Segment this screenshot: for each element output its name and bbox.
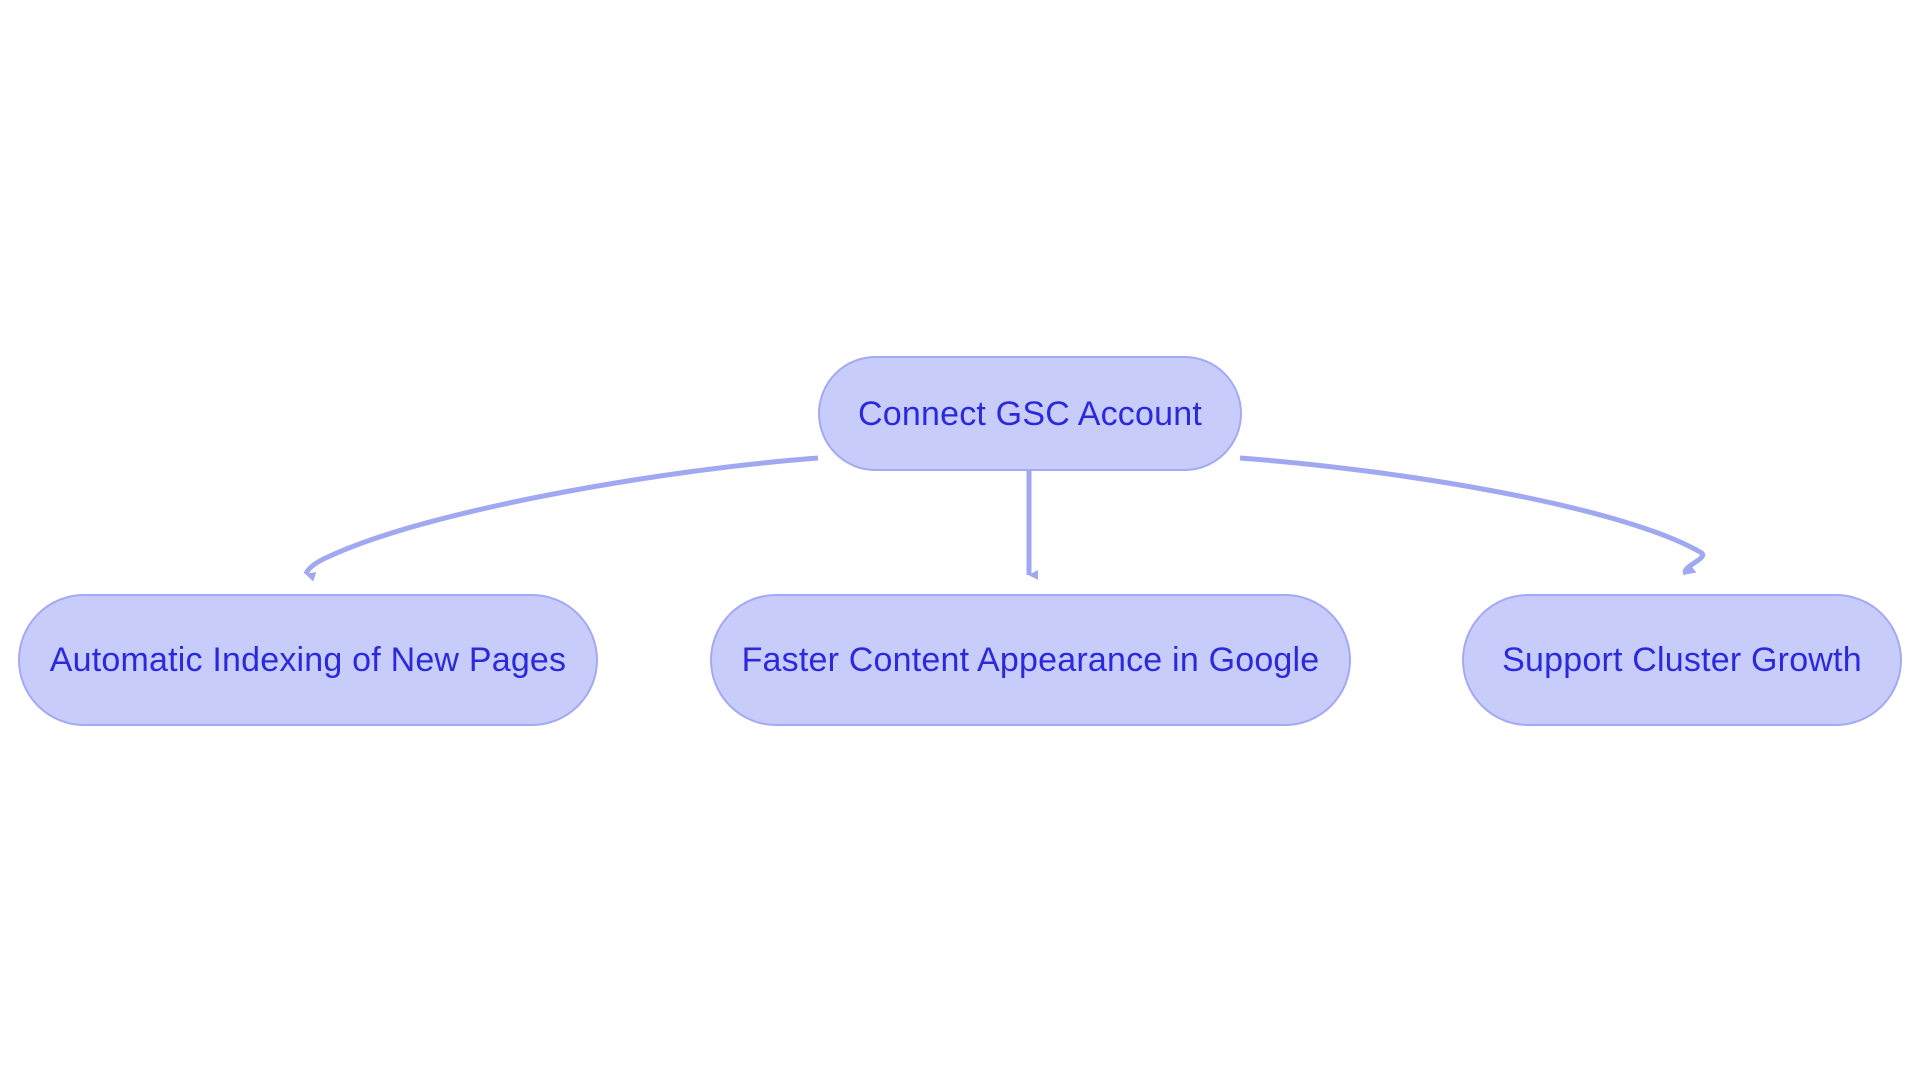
node-faster-content-appearance-in-google[interactable]: Faster Content Appearance in Google xyxy=(710,594,1351,726)
node-label: Connect GSC Account xyxy=(858,394,1202,433)
node-label: Support Cluster Growth xyxy=(1502,641,1862,679)
edge-root-cluster xyxy=(1239,455,1706,576)
edge-root-indexing xyxy=(303,455,819,582)
node-label: Faster Content Appearance in Google xyxy=(741,641,1320,679)
node-automatic-indexing-of-new-pages[interactable]: Automatic Indexing of New Pages xyxy=(18,594,598,726)
node-support-cluster-growth[interactable]: Support Cluster Growth xyxy=(1462,594,1902,726)
node-connect-gsc-account[interactable]: Connect GSC Account xyxy=(818,356,1242,471)
node-label: Automatic Indexing of New Pages xyxy=(49,641,567,679)
